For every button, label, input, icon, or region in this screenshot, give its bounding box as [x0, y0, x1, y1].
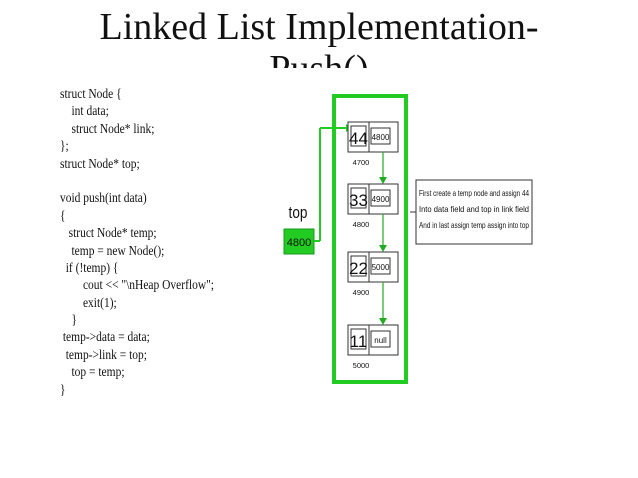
node-address: 4700: [353, 158, 370, 167]
node-data: 22: [349, 259, 368, 278]
top-value: 4800: [287, 237, 311, 249]
code-line: struct Node* link;: [60, 121, 155, 137]
code-line: }: [60, 313, 78, 329]
code-block: struct Node { int data; struct Node* lin…: [60, 86, 273, 399]
node-link-inner: [370, 127, 391, 145]
code-line: struct Node* temp;: [60, 226, 157, 242]
top-pointer-box: [283, 228, 315, 255]
note-line: Into data field and top in link field: [419, 205, 529, 214]
code-line: temp->data = data;: [60, 330, 150, 346]
link-arrow-head: [379, 177, 387, 184]
code-line: struct Node* top;: [60, 156, 140, 172]
code-line: cout << "\nHeap Overflow";: [60, 278, 214, 294]
code-line: }: [60, 382, 66, 398]
code-line: struct Node {: [60, 87, 122, 102]
note-text: First create a temp node and assign 44 In…: [419, 189, 529, 230]
node-link: null: [374, 336, 387, 345]
top-label: top: [289, 204, 308, 223]
code-line: top = temp;: [60, 365, 125, 381]
node-data: 44: [349, 129, 368, 148]
node-link: 4800: [372, 133, 390, 142]
node-list: 44 4800 4700 33 4900 4800 22 5000 4900 11 null 5000: [347, 121, 399, 370]
note-line: And in last assign temp assign into top: [419, 221, 529, 230]
node-data-inner: [350, 187, 367, 209]
node-link: 4900: [372, 195, 390, 204]
code-line: if (!temp) {: [60, 260, 119, 276]
code-line: {: [60, 208, 66, 224]
node-data-inner: [350, 255, 367, 277]
code-line: void push(int data): [60, 191, 147, 207]
node-link-inner: [370, 257, 391, 275]
code-line: [60, 173, 273, 190]
link-arrow-head: [379, 245, 387, 252]
code-line: };: [60, 139, 69, 155]
slide-title: Linked List Implementation- Push(): [0, 6, 638, 68]
node-data: 11: [350, 332, 368, 351]
node-link: 5000: [372, 263, 390, 272]
code-line: int data;: [60, 104, 109, 120]
linked-list-diagram: top 4800 44 4800 4700 33 4900 4800 22 5000 4900 1…: [283, 94, 533, 384]
node-data-inner: [350, 328, 367, 350]
node-link-inner: [370, 189, 391, 207]
note-line: First create a temp node and assign 44: [419, 189, 529, 198]
note-box: [415, 179, 533, 245]
code-line: exit(1);: [60, 295, 117, 311]
node-data-inner: [350, 125, 367, 147]
node-data: 33: [349, 191, 368, 210]
title-line-2: Push(): [0, 48, 638, 68]
node-address: 4900: [353, 288, 370, 297]
code-line: temp->link = top;: [60, 347, 147, 363]
link-arrow-head: [379, 318, 387, 325]
node-address: 5000: [353, 361, 370, 370]
node-link-inner: [370, 330, 391, 348]
node-address: 4800: [353, 220, 370, 229]
title-line-1: Linked List Implementation-: [99, 6, 539, 48]
code-line: temp = new Node();: [60, 243, 165, 259]
